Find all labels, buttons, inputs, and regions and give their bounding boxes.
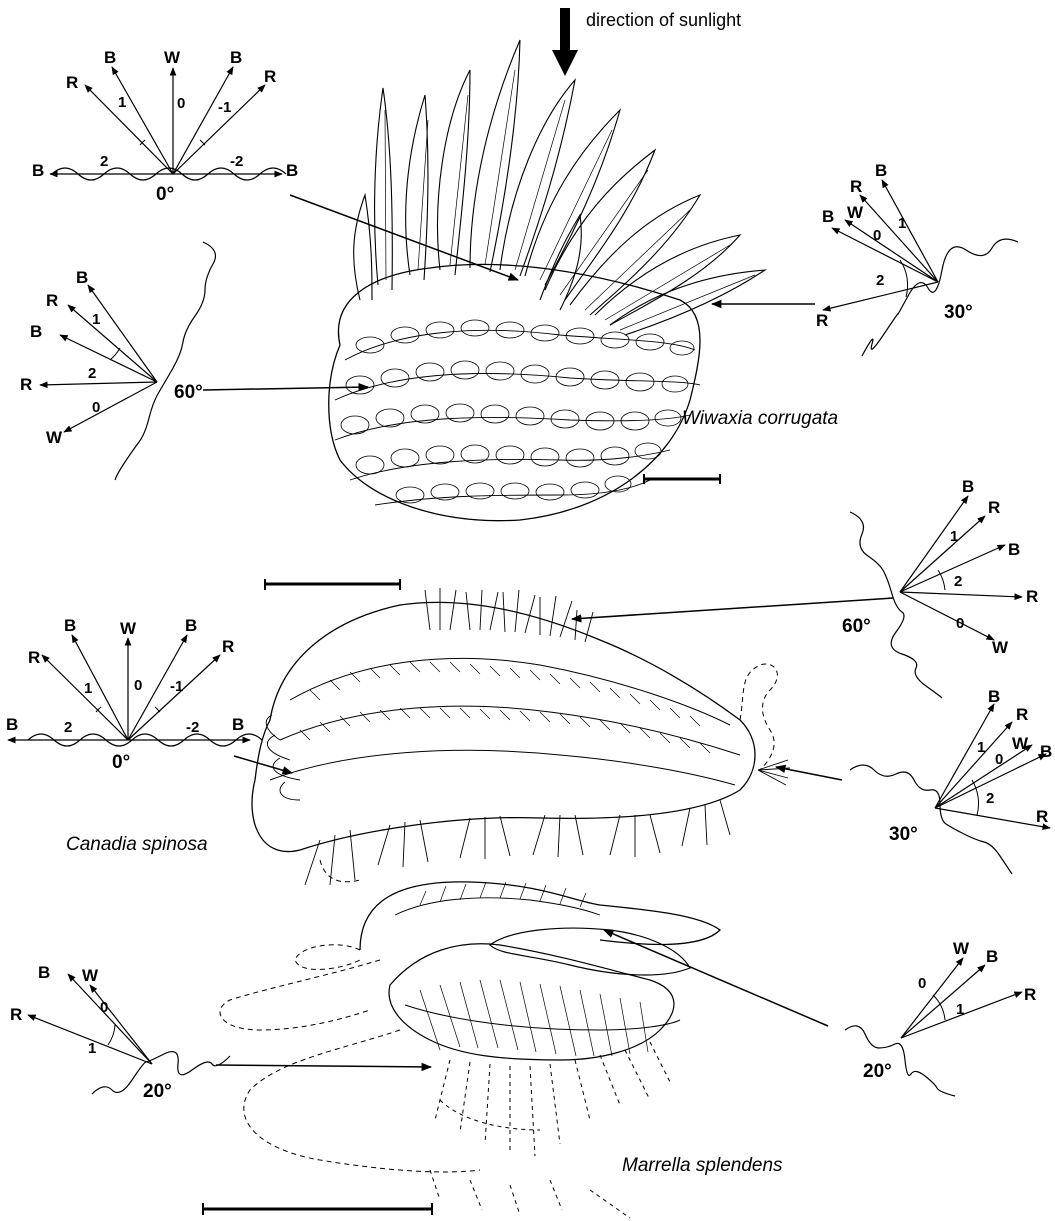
order-label: 0	[956, 615, 964, 632]
label-red: R	[1016, 705, 1028, 724]
angle-label: 0°	[112, 752, 130, 773]
label-blue: B	[286, 161, 298, 180]
wiwaxia-drawing	[329, 40, 765, 521]
order-label: 2	[64, 719, 72, 736]
order-label: 0	[995, 751, 1003, 768]
order-label: 2	[876, 272, 884, 289]
label-blue: B	[1040, 742, 1052, 761]
label-blue: B	[988, 687, 1000, 706]
order-label: 0	[100, 999, 108, 1016]
order-label: 1	[92, 311, 100, 328]
angle-label: 20°	[143, 1081, 172, 1102]
diagram-wiwaxia-30: B R W B R 1 0 2 30°	[816, 161, 1018, 356]
label-white: W	[1012, 734, 1029, 753]
pointer-line	[604, 930, 828, 1026]
label-blue: B	[1008, 540, 1020, 559]
angle-label: 60°	[842, 616, 871, 637]
label-red: R	[1026, 587, 1038, 606]
order-label: 1	[950, 528, 958, 545]
label-blue: B	[32, 161, 44, 180]
label-red: R	[850, 177, 862, 196]
diagram-canadia-0: B B R B W B R 2 1 0 -1 -2 0°	[6, 616, 262, 773]
pointer-line	[776, 767, 842, 780]
label-blue: B	[875, 161, 887, 180]
pointer-line	[203, 387, 368, 390]
label-blue: B	[185, 616, 197, 635]
order-label: 2	[88, 365, 96, 382]
label-red: R	[222, 637, 234, 656]
pointer-line	[234, 756, 292, 773]
order-label: 0	[918, 975, 926, 992]
sunlight-label: direction of sunlight	[586, 10, 741, 30]
marrella-name: Marrella splendens	[622, 1155, 783, 1176]
order-label: 0	[92, 399, 100, 416]
label-blue: B	[986, 947, 998, 966]
label-red: R	[816, 311, 828, 330]
label-blue: B	[64, 616, 76, 635]
label-white: W	[164, 48, 181, 67]
label-red: R	[1036, 807, 1048, 826]
label-red: R	[46, 291, 58, 310]
order-label: 0	[177, 95, 185, 112]
label-blue: B	[38, 963, 50, 982]
order-label: 1	[977, 739, 985, 756]
sunlight-arrow-icon	[552, 8, 578, 76]
label-red: R	[10, 1005, 22, 1024]
pointer-line	[216, 1065, 431, 1067]
label-white: W	[992, 638, 1009, 657]
order-label: 2	[986, 790, 994, 807]
sunlight-indicator: direction of sunlight	[552, 8, 741, 76]
angle-label: 60°	[174, 382, 203, 403]
label-blue: B	[30, 322, 42, 341]
diagram-wiwaxia-0: B B R B W B R 2 1 0 -1 -2 0°	[32, 48, 298, 205]
order-label: 1	[88, 1040, 96, 1057]
label-white: W	[46, 428, 63, 447]
label-blue: B	[6, 715, 18, 734]
label-blue: B	[76, 268, 88, 287]
label-red: R	[264, 67, 276, 86]
order-label: -2	[230, 153, 243, 170]
canadia-drawing	[252, 588, 790, 885]
diagram-wiwaxia-60: B R B R W 1 2 0 60°	[20, 242, 215, 480]
label-red: R	[20, 375, 32, 394]
diagram-marrella-20-left: B W R 0 1 20°	[10, 963, 230, 1102]
label-white: W	[953, 939, 970, 958]
label-blue: B	[232, 715, 244, 734]
label-white: W	[120, 619, 137, 638]
angle-label: 20°	[863, 1061, 892, 1082]
angle-label: 0°	[156, 184, 174, 205]
order-label: 2	[100, 153, 108, 170]
label-red: R	[988, 498, 1000, 517]
pointer-line	[290, 195, 518, 280]
label-white: W	[82, 966, 99, 985]
diagram-marrella-20-right: W B R 0 1 20°	[845, 939, 1036, 1096]
label-white: W	[847, 203, 864, 222]
order-label: -2	[186, 719, 199, 736]
order-label: -1	[170, 678, 183, 695]
angle-label: 30°	[944, 302, 973, 323]
order-label: 1	[84, 680, 92, 697]
label-blue: B	[962, 477, 974, 496]
order-label: 0	[134, 677, 142, 694]
order-label: 2	[954, 573, 962, 590]
label-red: R	[66, 73, 78, 92]
label-red: R	[28, 648, 40, 667]
label-blue: B	[104, 48, 116, 67]
label-red: R	[1024, 985, 1036, 1004]
order-label: -1	[218, 99, 231, 116]
angle-label: 30°	[889, 824, 918, 845]
order-label: 0	[873, 227, 881, 244]
order-label: 1	[898, 215, 906, 232]
diagram-canadia-60: B R B R W 1 2 0 60°	[842, 477, 1038, 698]
label-blue: B	[822, 207, 834, 226]
canadia-name: Canadia spinosa	[66, 834, 208, 855]
wiwaxia-name: Wiwaxia corrugata	[682, 408, 838, 429]
order-label: 1	[956, 1001, 964, 1018]
diagram-canadia-30: B R W B R 1 0 2 30°	[850, 687, 1052, 874]
order-label: 1	[118, 94, 126, 111]
label-blue: B	[230, 48, 242, 67]
